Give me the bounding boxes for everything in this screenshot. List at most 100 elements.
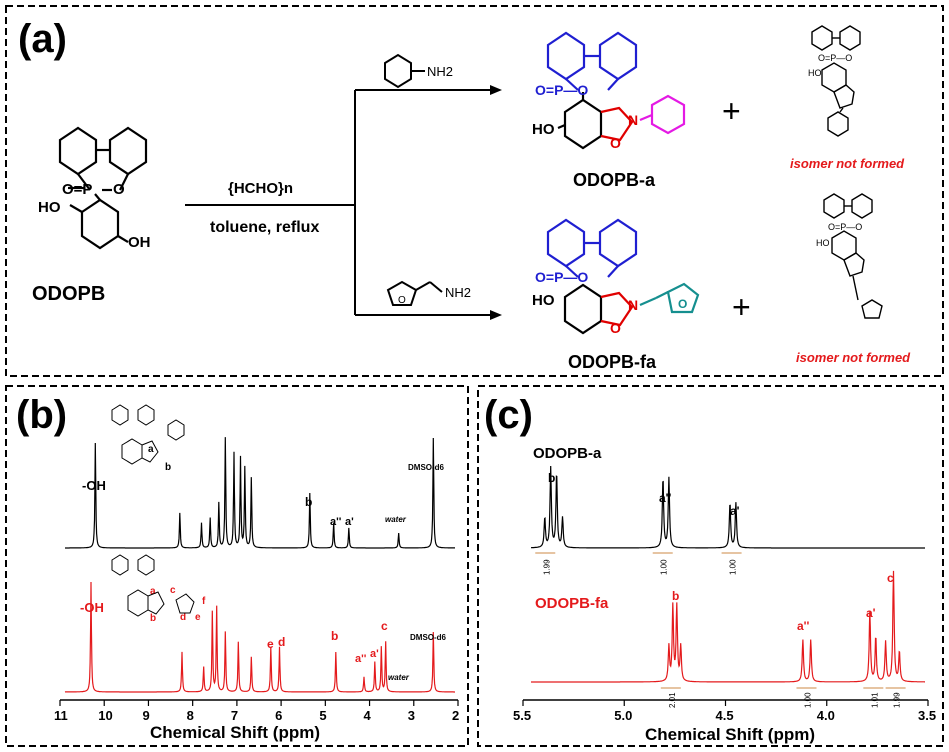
top-water-label: water — [385, 515, 407, 524]
bottom-a1-label: a' — [370, 648, 379, 660]
reagent-formaldehyde: {HCHO}n — [228, 180, 293, 197]
product-bottom-name: ODOPB-fa — [568, 352, 657, 372]
panel-a-frame — [5, 5, 944, 377]
svg-text:HO: HO — [816, 238, 830, 248]
top-b-label: b — [305, 495, 312, 509]
plus-bottom: + — [732, 289, 751, 325]
top-dmso-label: DMSO-d6 — [408, 463, 445, 472]
reactant-structure — [58, 126, 148, 250]
svg-text:NH2: NH2 — [427, 64, 453, 79]
spectrum-line-bottom — [64, 581, 455, 693]
panel-c-tick-label: 4.5 — [716, 708, 734, 723]
svg-text:O=P—O: O=P—O — [535, 82, 588, 98]
panel-c-tick-label: 5.0 — [614, 708, 632, 723]
panel-b-label: (b) — [16, 393, 67, 437]
panel-a-label: (a) — [18, 17, 67, 61]
bottom-d-label: d — [278, 635, 285, 649]
bottom-struct-b-label: b — [150, 613, 156, 624]
bottom-water-label: water — [388, 673, 410, 682]
panel-c-tick-label: 5.5 — [513, 708, 531, 723]
product-top-name: ODOPB-a — [573, 170, 656, 190]
top-struct-b-label: b — [165, 462, 171, 473]
bottom-a2-label: a'' — [355, 653, 367, 665]
svg-text:O: O — [113, 181, 125, 198]
isomer-bottom-structure — [823, 193, 883, 319]
isomer-note-bottom: isomer not formed — [796, 350, 911, 365]
svg-text:O: O — [610, 320, 621, 336]
product-odopb-a-structure — [546, 31, 686, 150]
zoom-bottom-c: c — [887, 571, 894, 585]
top-struct-a-label: a — [148, 444, 154, 455]
zoom-spectrum-bottom — [531, 570, 925, 683]
arrow-head-bottom — [490, 310, 502, 320]
plus-top: + — [722, 93, 741, 129]
zoom-bottom-b: b — [672, 589, 679, 603]
isomer-note-top: isomer not formed — [790, 156, 905, 171]
panel-b-tick-label: 11 — [54, 708, 68, 723]
reaction-conditions: toluene, reflux — [210, 219, 319, 236]
bottom-c-label: c — [381, 619, 388, 633]
bottom-dmso-label: DMSO-d6 — [410, 633, 447, 642]
bottom-struct-d-label: d — [180, 612, 186, 623]
arrow-head-top — [490, 85, 502, 95]
zoom-top-b: b — [548, 471, 555, 485]
panel-b-tick-label: 8 — [187, 708, 194, 723]
zoom-top-integral: 1.99 — [542, 559, 551, 575]
bottom-oh-label: -OH — [80, 600, 104, 615]
svg-text:O: O — [610, 135, 621, 151]
panel-c-top-title: ODOPB-a — [533, 445, 602, 462]
zoom-top-integral: 1.00 — [660, 559, 669, 575]
panel-c-bottom-title: ODOPB-fa — [535, 595, 609, 612]
bottom-b-label: b — [331, 629, 338, 643]
zoom-top-a1: a' — [730, 504, 740, 518]
panel-b-frame — [5, 385, 469, 747]
svg-text:NH2: NH2 — [445, 285, 471, 300]
zoom-top-integral: 1.00 — [729, 559, 738, 575]
zoom-bottom-a2: a'' — [797, 619, 810, 633]
svg-text:HO: HO — [532, 121, 555, 138]
svg-text:HO: HO — [532, 292, 555, 309]
panel-b-tick-label: 10 — [98, 708, 112, 723]
panel-c-tick-label: 3.5 — [918, 708, 936, 723]
svg-text:OH: OH — [128, 234, 151, 251]
panel-b-xlabel: Chemical Shift (ppm) — [150, 723, 320, 742]
svg-text:O: O — [398, 295, 406, 306]
top-a1-label: a' — [345, 516, 354, 528]
panel-c-label: (c) — [484, 393, 533, 437]
panel-b-tick-label: 2 — [452, 708, 459, 723]
panel-b-tick-label: 4 — [364, 708, 372, 723]
panel-b-tick-label: 3 — [408, 708, 415, 723]
panel-c-tick-label: 4.0 — [817, 708, 835, 723]
spectrum-line-top — [65, 437, 455, 549]
bottom-struct-f-label: f — [202, 596, 206, 607]
panel-c-frame — [477, 385, 944, 747]
svg-text:N: N — [628, 112, 638, 128]
top-oh-label: -OH — [82, 478, 106, 493]
zoom-bottom-a1: a' — [866, 606, 876, 620]
bottom-struct-c-label: c — [170, 585, 176, 596]
furfurylamine-structure — [386, 280, 443, 306]
bottom-struct-a-label: a — [150, 586, 156, 597]
bottom-struct-e-label: e — [195, 612, 201, 623]
top-a2-label: a'' — [330, 516, 342, 528]
panel-b-tick-label: 9 — [142, 708, 149, 723]
zoom-top-a2: a'' — [659, 491, 672, 505]
svg-text:HO: HO — [808, 68, 822, 78]
panel-b-tick-label: 5 — [319, 708, 326, 723]
svg-text:O=P: O=P — [62, 181, 92, 198]
svg-text:O=P—O: O=P—O — [535, 269, 588, 285]
product-odopb-fa-structure — [546, 218, 700, 335]
panel-b-top-structure — [111, 404, 185, 465]
svg-text:N: N — [628, 297, 638, 313]
svg-text:O: O — [678, 297, 687, 311]
svg-text:HO: HO — [38, 199, 61, 216]
reactant-name: ODOPB — [32, 283, 105, 305]
isomer-top-structure — [811, 25, 861, 137]
panel-b-bottom-structure — [111, 554, 195, 617]
bottom-e-label: e — [267, 637, 274, 651]
panel-c-xlabel: Chemical Shift (ppm) — [645, 725, 815, 744]
panel-b-tick-label: 7 — [231, 708, 238, 723]
